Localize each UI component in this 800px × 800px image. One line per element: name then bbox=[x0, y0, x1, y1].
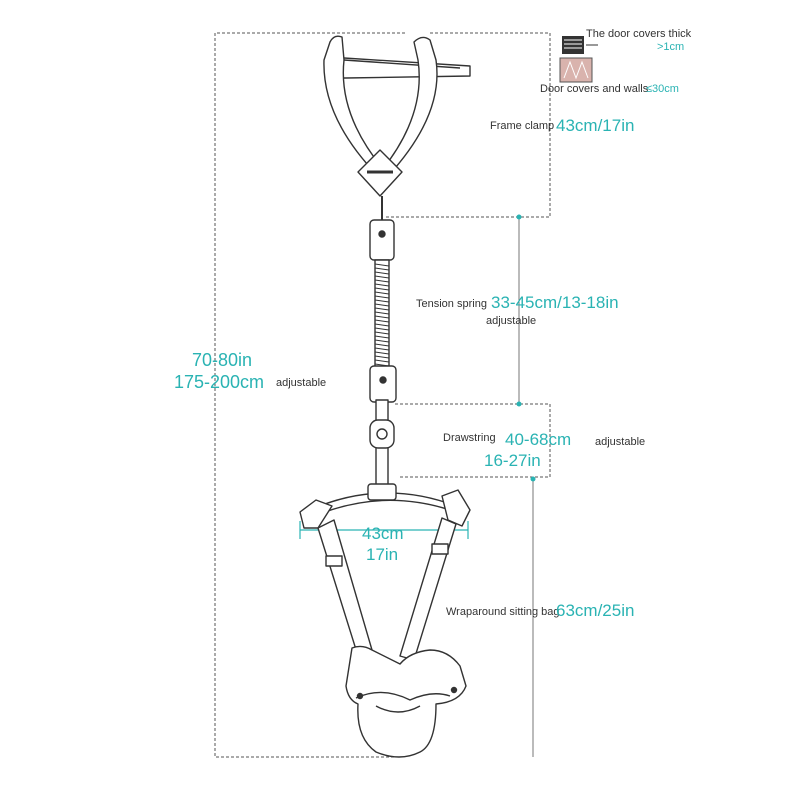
door-thickness-icon bbox=[562, 36, 598, 54]
frame-clamp-label: Frame clamp bbox=[490, 120, 555, 132]
frame-clamp-value: 43cm/17in bbox=[556, 116, 635, 135]
drawstring-label: Drawstring bbox=[443, 432, 496, 444]
tension-spring bbox=[369, 219, 397, 403]
frame-clamp bbox=[323, 35, 471, 222]
dimension-dots bbox=[516, 214, 536, 482]
sitting-bag bbox=[317, 517, 467, 758]
total-height-guide bbox=[214, 32, 405, 758]
door-thickness-label: The door covers thick bbox=[586, 28, 692, 40]
total-height-cm: 175-200cm bbox=[174, 372, 265, 392]
drawstring-value-cm: 40-68cm bbox=[505, 430, 572, 449]
vertical-dimension-lines bbox=[518, 217, 534, 757]
wall-gap-icon bbox=[559, 57, 593, 83]
wall-gap-label: Door covers and walls bbox=[540, 83, 649, 95]
total-height-inches: 70-80in bbox=[192, 350, 253, 370]
seat-width-cm: 43cm bbox=[362, 524, 404, 543]
door-thickness-value: >1cm bbox=[657, 41, 685, 53]
total-height-note: adjustable bbox=[276, 377, 327, 389]
dimension-guides bbox=[214, 32, 551, 758]
tension-spring-note: adjustable bbox=[486, 315, 537, 327]
sitting-bag-label: Wraparound sitting bag bbox=[446, 606, 560, 618]
seat-width-inches: 17in bbox=[366, 545, 399, 564]
seat-frame bbox=[299, 483, 471, 539]
drawstring-value-in: 16-27in bbox=[484, 451, 541, 470]
drawstring-note: adjustable bbox=[595, 436, 646, 448]
tension-spring-value: 33-45cm/13-18in bbox=[491, 293, 619, 312]
wall-gap-value: ≤30cm bbox=[646, 83, 679, 95]
drawstring-guide bbox=[395, 403, 551, 478]
sitting-bag-value: 63cm/25in bbox=[556, 601, 635, 620]
frame-clamp-guide bbox=[385, 32, 551, 218]
tension-spring-label: Tension spring bbox=[416, 298, 487, 310]
drawstring-strap bbox=[369, 399, 395, 489]
